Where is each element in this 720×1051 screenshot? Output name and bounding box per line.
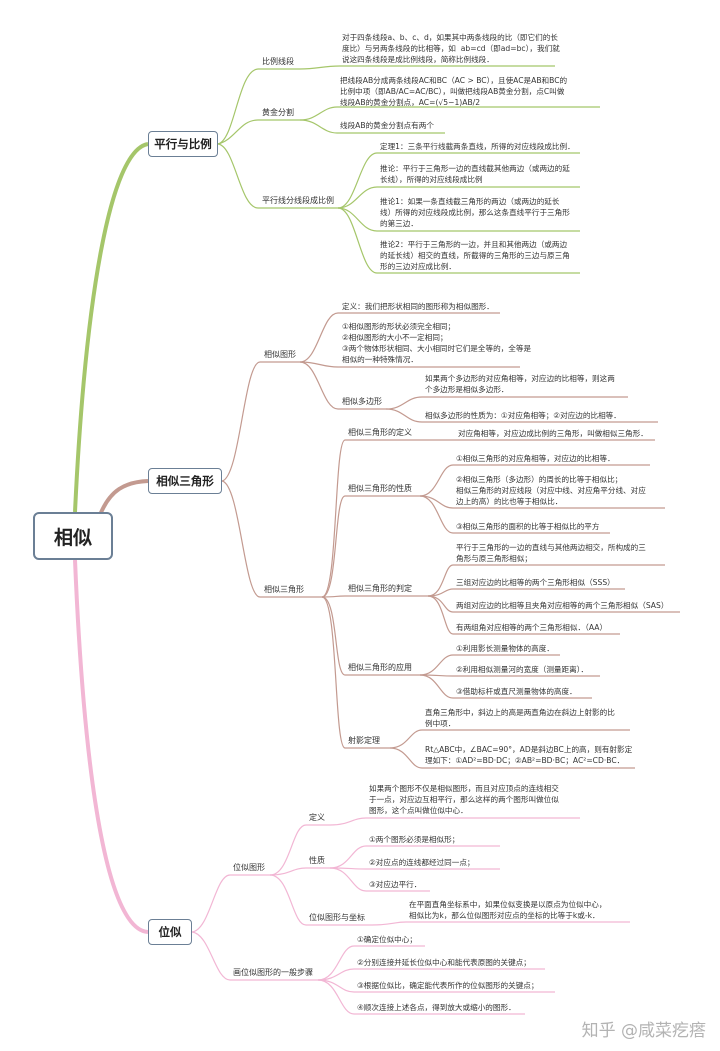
leaf-projection-statement[interactable]: 直角三角形中，斜边上的高是两直角边在斜边上射影的比 例中项． xyxy=(425,708,615,728)
leaf-ratio-definition[interactable]: 对于四条线段a、b、c、d，如果其中两条线段的比（即它们的长 度比）与另两条线段… xyxy=(342,33,560,64)
subtopic-homothety-properties[interactable]: 性质 xyxy=(309,856,325,865)
leaf-homothety-property-2[interactable]: ②对应点的连线都经过同一点； xyxy=(369,858,475,867)
leaf-golden-note[interactable]: 线段AB的黄金分割点有两个 xyxy=(340,121,434,130)
leaf-application-1[interactable]: ①利用影长测量物体的高度． xyxy=(456,644,554,653)
subtopic-drawing-steps[interactable]: 画位似图形的一般步骤 xyxy=(233,968,313,977)
leaf-homothety-property-3[interactable]: ③对应边平行． xyxy=(369,880,422,889)
leaf-step-4[interactable]: ④顺次连接上述各点，得到放大或缩小的图形． xyxy=(357,1003,516,1012)
subtopic-homothety-definition[interactable]: 定义 xyxy=(309,813,325,822)
leaf-application-2[interactable]: ②利用相似测量河的宽度（测量距离）． xyxy=(456,665,589,674)
leaf-projection-formulas[interactable]: Rt△ABC中，∠BAC=90°，AD是斜边BC上的高，则有射影定 理如下：①A… xyxy=(425,745,633,765)
leaf-theorem-1[interactable]: 定理1：三条平行线截两条直线，所得的对应线段成比例． xyxy=(380,142,575,151)
leaf-similar-polygon-properties[interactable]: 相似多边形的性质为：①对应角相等；②对应边的比相等． xyxy=(425,411,621,420)
subtopic-triangle-criteria[interactable]: 相似三角形的判定 xyxy=(348,584,412,593)
topic-homothety[interactable]: 位似 xyxy=(148,919,192,945)
leaf-step-2[interactable]: ②分别连接并延长位似中心和能代表原图的关键点； xyxy=(357,958,531,967)
connector-root-homothety xyxy=(73,559,149,934)
leaf-homothety-coordinates[interactable]: 在平面直角坐标系中，如果位似变换是以原点为位似中心， 相似比为k，那么位似图形对… xyxy=(409,900,607,920)
leaf-property-1[interactable]: ①相似三角形的对应角相等，对应边的比相等． xyxy=(456,454,615,463)
subtopic-triangle-properties[interactable]: 相似三角形的性质 xyxy=(348,484,412,493)
subtopic-golden-section[interactable]: 黄金分割 xyxy=(262,108,294,117)
leaf-step-3[interactable]: ③根据位似比，确定能代表所作的位似图形的关键点； xyxy=(357,981,539,990)
zhihu-watermark: 知乎 @咸菜疙瘩 xyxy=(581,1021,706,1041)
subtopic-triangle-definition[interactable]: 相似三角形的定义 xyxy=(348,428,412,437)
subtopic-projection-theorem[interactable]: 射影定理 xyxy=(348,736,380,745)
leaf-corollary[interactable]: 推论：平行于三角形一边的直线截其他两边（或两边的延 长线），所得的对应线段成比例 xyxy=(380,164,570,184)
leaf-application-3[interactable]: ③借助标杆或直尺测量物体的高度． xyxy=(456,687,577,696)
leaf-similar-polygon-definition[interactable]: 如果两个多边形的对应角相等，对应边的比相等，则这两 个多边形是相似多边形． xyxy=(425,374,615,394)
connector-root-similar xyxy=(98,479,149,516)
leaf-step-1[interactable]: ①确定位似中心； xyxy=(357,935,417,944)
leaf-homothety-property-1[interactable]: ①两个图形必须是相似形； xyxy=(369,835,460,844)
subtopic-similar-polygons[interactable]: 相似多边形 xyxy=(342,397,382,406)
leaf-criteria-parallel[interactable]: 平行于三角形的一边的直线与其他两边相交，所构成的三 角形与原三角形相似； xyxy=(456,543,646,563)
subtopic-similar-triangle[interactable]: 相似三角形 xyxy=(264,585,304,594)
leaf-criteria-sss[interactable]: 三组对应边的比相等的两个三角形相似（SSS） xyxy=(456,578,615,587)
subtopic-similar-figures[interactable]: 相似图形 xyxy=(264,350,296,359)
topic-similar-triangles[interactable]: 相似三角形 xyxy=(148,468,222,494)
leaf-similar-figure-definition[interactable]: 定义：我们把形状相同的图形称为相似图形． xyxy=(342,302,494,311)
leaf-criteria-sas[interactable]: 两组对应边的比相等且夹角对应相等的两个三角形相似（SAS） xyxy=(456,601,669,610)
leaf-homothety-definition[interactable]: 如果两个图形不仅是相似图形，而且对应顶点的连线相交 于一点，对应边互相平行，那么… xyxy=(369,784,559,815)
connector-root-parallel xyxy=(73,142,149,513)
leaf-property-2[interactable]: ②相似三角形（多边形）的周长的比等于相似比； 相似三角形的对应线段（对应中线、对… xyxy=(456,475,646,506)
root-topic[interactable]: 相似 xyxy=(33,512,113,560)
subtopic-triangle-applications[interactable]: 相似三角形的应用 xyxy=(348,663,412,672)
leaf-corollary-2[interactable]: 推论2：平行于三角形的一边，并且和其他两边（或两边 的延长线）相交的直线，所截得… xyxy=(380,240,570,271)
leaf-corollary-1[interactable]: 推论1：如果一条直线截三角形的两边（或两边的延长 线）所得的对应线段成比例，那么… xyxy=(380,197,570,228)
leaf-property-3[interactable]: ③相似三角形的面积的比等于相似比的平方 xyxy=(456,522,600,531)
leaf-similar-figure-notes[interactable]: ①相似图形的形状必须完全相同； ②相似图形的大小不一定相同； ③两个物体形状相同… xyxy=(342,322,532,364)
leaf-golden-definition[interactable]: 把线段AB分成两条线段AC和BC（AC > BC），且使AC是AB和BC的 比例… xyxy=(340,76,568,107)
topic-parallel-proportion[interactable]: 平行与比例 xyxy=(148,131,218,157)
subtopic-parallel-lines-proportion[interactable]: 平行线分线段成比例 xyxy=(262,196,334,205)
subtopic-ratio-segments[interactable]: 比例线段 xyxy=(262,57,294,66)
subtopic-homothety-coordinates[interactable]: 位似图形与坐标 xyxy=(309,913,365,922)
leaf-triangle-definition[interactable]: 对应角相等，对应边成比例的三角形，叫做相似三角形． xyxy=(458,429,648,438)
leaf-criteria-aa[interactable]: 有两组角对应相等的两个三角形相似．（AA） xyxy=(456,623,608,632)
subtopic-homothetic-figures[interactable]: 位似图形 xyxy=(233,863,265,872)
